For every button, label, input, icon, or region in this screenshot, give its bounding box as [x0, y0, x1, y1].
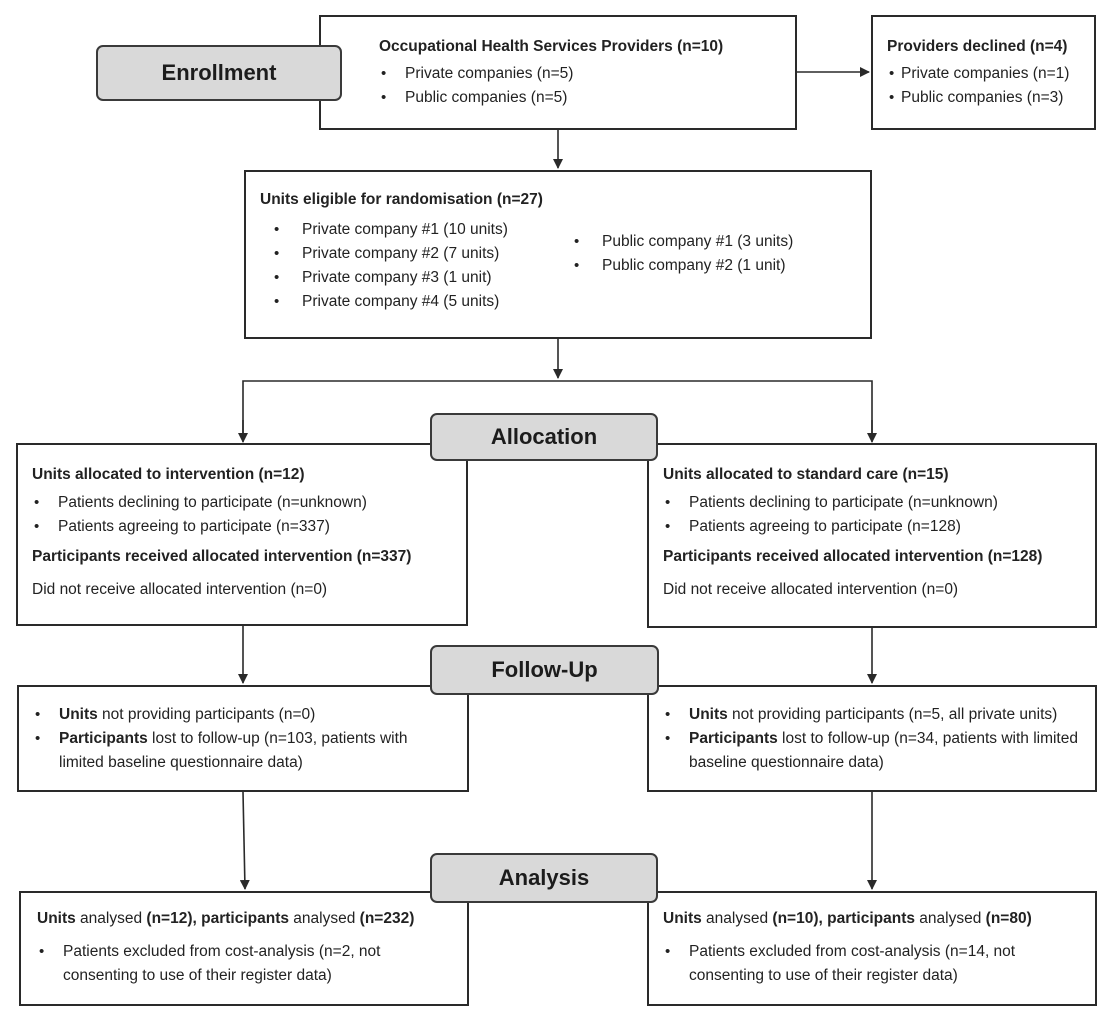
eligible-title: Units eligible for randomisation (n=27)	[260, 191, 543, 208]
stage-enrollment: Enrollment	[96, 45, 342, 101]
units-count: (n=12),	[146, 910, 197, 927]
analysis-intervention-box: Units analysed (n=12), participants anal…	[19, 891, 469, 1006]
list-item: Units not providing participants (n=0)	[33, 703, 455, 727]
participants-text: lost to follow-up (n=103, patients with …	[59, 730, 408, 771]
analysis-standard-care-box: Units analysed (n=10), participants anal…	[647, 891, 1097, 1006]
alloc-left-not-received: Did not receive allocated intervention (…	[32, 581, 328, 598]
alloc-left-list: Patients declining to participate (n=unk…	[32, 491, 454, 539]
list-item: Public company #2 (1 unit)	[560, 254, 793, 278]
alloc-left-received: Participants received allocated interven…	[32, 548, 412, 565]
split-bar	[242, 380, 873, 441]
providers-box: Occupational Health Services Providers (…	[319, 15, 797, 130]
units-label: Units	[37, 910, 76, 927]
eligible-public-list: Public company #1 (3 units) Public compa…	[560, 230, 793, 314]
list-item: Participants lost to follow-up (n=103, p…	[33, 727, 455, 775]
participants-label: Participants	[59, 730, 148, 747]
units-text: not providing participants (n=0)	[97, 706, 316, 723]
followup-standard-care-box: Units not providing participants (n=5, a…	[647, 685, 1097, 792]
units-count: (n=10),	[772, 910, 823, 927]
analysis-left-summary: Units analysed (n=12), participants anal…	[37, 907, 455, 931]
list-item: Patients declining to participate (n=unk…	[32, 491, 454, 515]
eligible-private-list: Private company #1 (10 units) Private co…	[260, 218, 560, 314]
units-label: Units	[59, 706, 98, 723]
eligible-box: Units eligible for randomisation (n=27) …	[244, 170, 872, 339]
alloc-left-title: Units allocated to intervention (n=12)	[32, 466, 305, 483]
followup-right-list: Units not providing participants (n=5, a…	[663, 703, 1083, 775]
declined-list: Private companies (n=1) Public companies…	[887, 62, 1086, 110]
list-item: Units not providing participants (n=5, a…	[663, 703, 1083, 727]
list-item: Patients agreeing to participate (n=337)	[32, 515, 454, 539]
participants-label: participants	[196, 910, 289, 927]
list-item: Patients excluded from cost-analysis (n=…	[663, 940, 1083, 988]
analysed-text: analysed	[914, 910, 986, 927]
analysed-text: analysed	[288, 910, 360, 927]
stage-allocation: Allocation	[430, 413, 658, 461]
providers-list: Private companies (n=5) Public companies…	[379, 62, 775, 110]
analysis-left-list: Patients excluded from cost-analysis (n=…	[37, 940, 455, 988]
list-item: Patients declining to participate (n=unk…	[663, 491, 1083, 515]
list-item: Private company #3 (1 unit)	[260, 266, 560, 290]
stage-followup: Follow-Up	[430, 645, 659, 695]
list-item: Patients excluded from cost-analysis (n=…	[37, 940, 455, 988]
stage-analysis: Analysis	[430, 853, 658, 903]
alloc-right-list: Patients declining to participate (n=unk…	[663, 491, 1083, 539]
providers-title: Occupational Health Services Providers (…	[379, 38, 724, 55]
list-item: Private companies (n=5)	[379, 62, 775, 86]
alloc-right-not-received: Did not receive allocated intervention (…	[663, 581, 959, 598]
analysed-text: analysed	[75, 910, 147, 927]
analysed-text: analysed	[701, 910, 773, 927]
list-item: Public companies (n=3)	[887, 86, 1086, 110]
list-item: Private company #4 (5 units)	[260, 290, 560, 314]
followup-left-list: Units not providing participants (n=0) P…	[33, 703, 455, 775]
list-item: Private company #1 (10 units)	[260, 218, 560, 242]
units-text: not providing participants (n=5, all pri…	[727, 706, 1058, 723]
participants-count: (n=80)	[985, 910, 1032, 927]
declined-title: Providers declined (n=4)	[887, 38, 1068, 55]
list-item: Participants lost to follow-up (n=34, pa…	[663, 727, 1083, 775]
eligible-columns: Private company #1 (10 units) Private co…	[260, 218, 856, 314]
alloc-right-received: Participants received allocated interven…	[663, 548, 1043, 565]
participants-count: (n=232)	[359, 910, 415, 927]
analysis-right-list: Patients excluded from cost-analysis (n=…	[663, 940, 1083, 988]
followup-intervention-box: Units not providing participants (n=0) P…	[17, 685, 469, 792]
participants-label: Participants	[689, 730, 778, 747]
allocation-intervention-box: Units allocated to intervention (n=12) P…	[16, 443, 468, 626]
analysis-right-summary: Units analysed (n=10), participants anal…	[663, 907, 1083, 931]
list-item: Private company #2 (7 units)	[260, 242, 560, 266]
units-label: Units	[689, 706, 728, 723]
alloc-right-title: Units allocated to standard care (n=15)	[663, 466, 949, 483]
participants-label: participants	[822, 910, 915, 927]
list-item: Public company #1 (3 units)	[560, 230, 793, 254]
list-item: Private companies (n=1)	[887, 62, 1086, 86]
list-item: Patients agreeing to participate (n=128)	[663, 515, 1083, 539]
declined-box: Providers declined (n=4) Private compani…	[871, 15, 1096, 130]
allocation-standard-care-box: Units allocated to standard care (n=15) …	[647, 443, 1097, 628]
participants-text: lost to follow-up (n=34, patients with l…	[689, 730, 1078, 771]
arrow-follow-left-to-analysis	[239, 791, 250, 890]
list-item: Public companies (n=5)	[379, 86, 775, 110]
units-label: Units	[663, 910, 702, 927]
